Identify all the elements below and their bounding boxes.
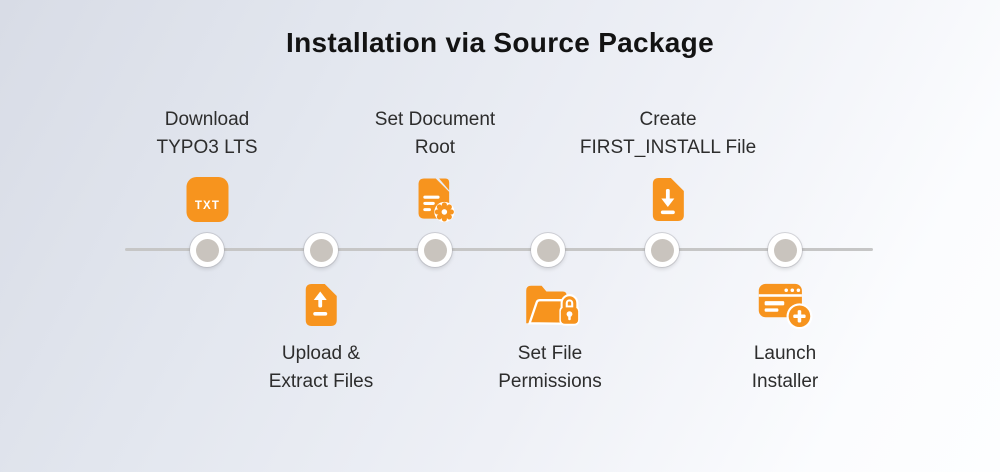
step-label-line2: Permissions — [498, 371, 602, 392]
step-label-line2: Installer — [751, 371, 819, 392]
folder-lock-icon — [520, 280, 580, 330]
txt-file-icon: TXT — [185, 176, 228, 222]
timeline-node-dot — [423, 238, 447, 262]
step-label-line1: Upload & — [281, 343, 361, 364]
step-label-line1: Download — [164, 109, 250, 130]
timeline-node-2 — [304, 233, 338, 267]
document-gear-icon — [413, 177, 457, 222]
step-set-document-root: Set Document Root — [375, 106, 495, 222]
upload-file-icon — [304, 283, 338, 327]
step-upload-extract-files: Upload & Extract Files — [268, 282, 374, 396]
step-label-line1: Set File — [517, 343, 583, 364]
file-download-icon — [651, 177, 685, 222]
step-set-file-permissions: Set File Permissions — [498, 280, 602, 396]
timeline-node-dot — [309, 238, 333, 262]
timeline-line — [125, 248, 873, 251]
timeline-node-6 — [768, 233, 802, 267]
timeline-node-3 — [418, 233, 452, 267]
timeline-node-5 — [645, 233, 679, 267]
svg-text:TXT: TXT — [194, 200, 219, 212]
timeline-node-dot — [195, 238, 219, 262]
step-label-line1: Set Document — [374, 109, 496, 130]
timeline-node-dot — [650, 238, 674, 262]
step-label-line2: TYPO3 LTS — [156, 137, 258, 158]
step-label-line2: Root — [414, 137, 456, 158]
step-label-line1: Launch — [753, 343, 817, 364]
step-create-first-install-file: Create FIRST_INSTALL File — [580, 106, 756, 222]
step-label-line2: Extract Files — [268, 371, 374, 392]
step-label-line1: Create — [639, 109, 697, 130]
timeline-node-dot — [536, 238, 560, 262]
step-launch-installer: Launch Installer — [751, 280, 819, 396]
step-label-line2: FIRST_INSTALL File — [579, 137, 757, 158]
step-download-typo3-lts: Download TYPO3 LTS TXT — [156, 106, 258, 222]
browser-plus-icon — [757, 280, 814, 330]
timeline-node-1 — [190, 233, 224, 267]
timeline-node-dot — [773, 238, 797, 262]
timeline-node-4 — [531, 233, 565, 267]
page-title: Installation via Source Package — [286, 27, 714, 58]
